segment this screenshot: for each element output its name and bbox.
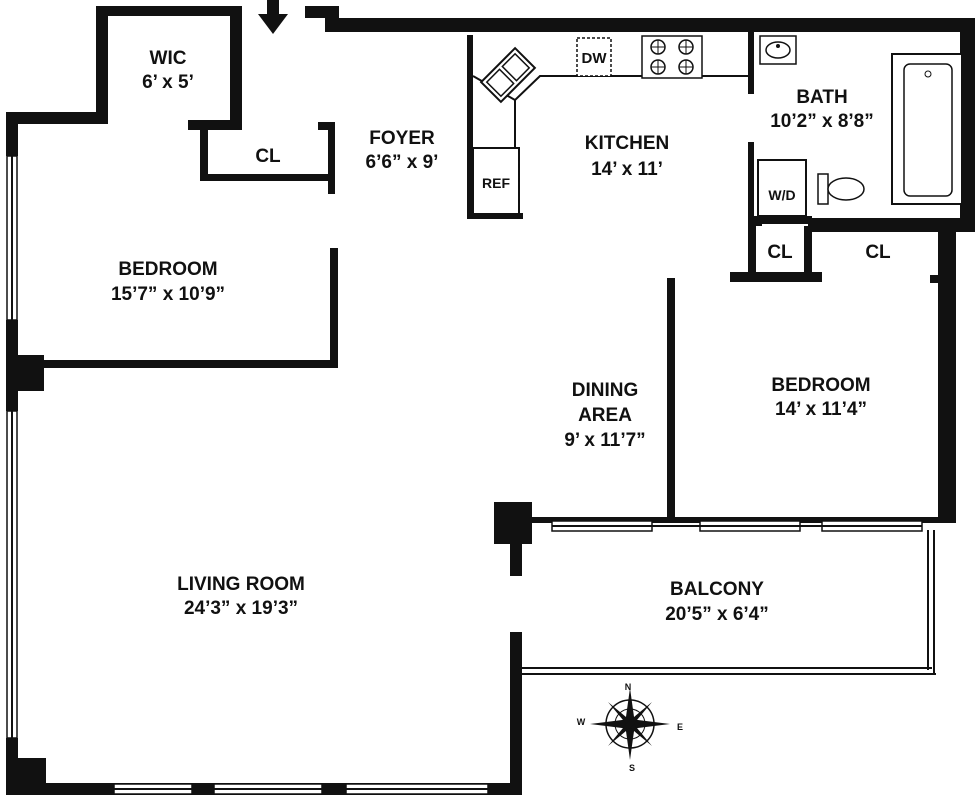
entry-arrow-icon bbox=[258, 0, 288, 34]
dining-name-line1: DINING bbox=[572, 380, 639, 401]
refrigerator bbox=[472, 147, 520, 215]
bath-name: BATH bbox=[796, 87, 847, 108]
refrigerator-label: REF bbox=[482, 175, 510, 191]
windows bbox=[6, 155, 923, 795]
living-room-name: LIVING ROOM bbox=[177, 574, 305, 595]
wic-size: 6’ x 5’ bbox=[142, 72, 194, 93]
compass-rose-icon bbox=[590, 688, 670, 760]
bedroom-1-name: BEDROOM bbox=[118, 259, 217, 280]
balcony-size: 20’5” x 6’4” bbox=[665, 604, 769, 625]
living-room-size: 24’3” x 19’3” bbox=[184, 598, 298, 619]
compass-south: S bbox=[629, 763, 635, 773]
bathtub-icon bbox=[891, 53, 963, 205]
kitchen-name: KITCHEN bbox=[585, 133, 669, 154]
stove-icon bbox=[641, 35, 703, 79]
bath-sink-icon bbox=[759, 35, 797, 65]
balcony-name: BALCONY bbox=[670, 579, 764, 600]
hall-closet-label: CL bbox=[767, 242, 793, 263]
dishwasher-label: DW bbox=[582, 50, 608, 67]
dishwasher bbox=[576, 37, 612, 77]
dining-name-line2: AREA bbox=[578, 405, 632, 426]
toilet-icon bbox=[817, 173, 865, 205]
foyer-closet-label: CL bbox=[255, 146, 281, 167]
compass-east: E bbox=[677, 722, 683, 732]
kitchen-size: 14’ x 11’ bbox=[591, 159, 663, 180]
balcony-railing bbox=[522, 530, 936, 675]
bedroom-closet-label: CL bbox=[865, 242, 891, 263]
bedroom-2-size: 14’ x 11’4” bbox=[775, 399, 867, 420]
dining-size: 9’ x 11’7” bbox=[564, 430, 645, 451]
bath-size: 10’2” x 8’8” bbox=[770, 111, 874, 132]
washer-dryer-label: W/D bbox=[768, 187, 795, 203]
foyer-size: 6’6” x 9’ bbox=[366, 152, 439, 173]
kitchen-sink-icon bbox=[479, 46, 537, 104]
compass-north: N bbox=[625, 682, 632, 692]
bedroom-1-size: 15’7” x 10’9” bbox=[111, 284, 225, 305]
compass-west: W bbox=[577, 717, 586, 727]
wic-name: WIC bbox=[150, 48, 187, 69]
foyer-name: FOYER bbox=[369, 128, 435, 149]
washer-dryer bbox=[757, 159, 807, 217]
bedroom-2-name: BEDROOM bbox=[771, 375, 870, 396]
